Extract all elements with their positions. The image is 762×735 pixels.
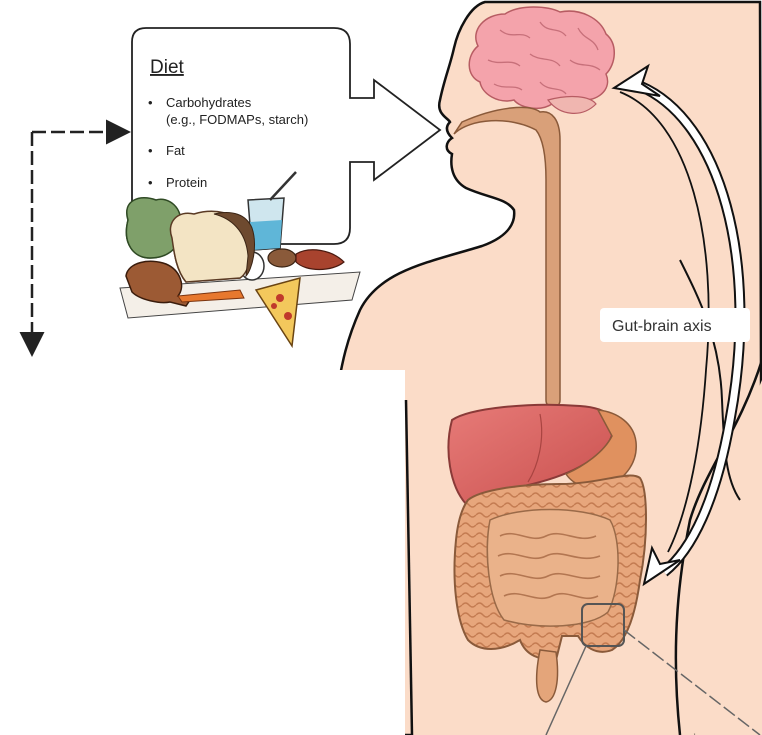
diet-title: Diet	[150, 57, 185, 78]
diet-item-carbohydrates-detail: (e.g., FODMAPs, starch)	[166, 112, 308, 127]
diet-item-protein: Protein	[166, 175, 207, 190]
bullet: •	[148, 95, 153, 110]
diet-item-carbohydrates: Carbohydrates	[166, 95, 252, 110]
dashed-flow-arrows	[32, 132, 126, 352]
bullet: •	[148, 175, 153, 190]
brain	[469, 7, 614, 113]
bullet: •	[148, 143, 153, 158]
diet-item-fat: Fat	[166, 143, 185, 158]
blank-panel	[0, 370, 405, 735]
gut-brain-axis-label: Gut-brain axis	[612, 318, 712, 335]
